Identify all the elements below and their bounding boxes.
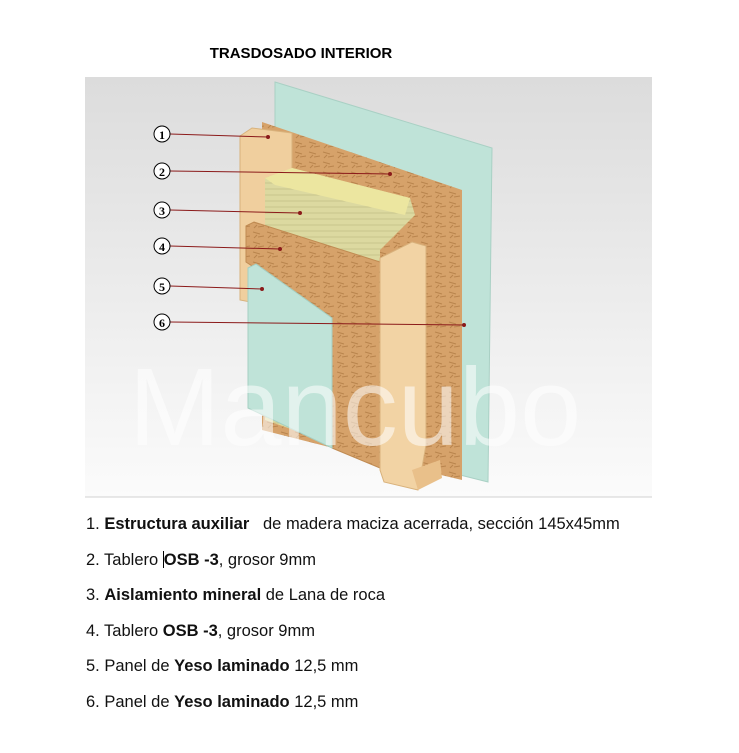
item-text: 12,5 mm (289, 657, 359, 675)
item-text: Tablero (104, 550, 163, 569)
insulation-top (265, 168, 410, 215)
item-number: 2. (86, 550, 105, 569)
item-number: 6. (86, 692, 105, 711)
item-text: Panel de (104, 657, 175, 675)
title-text: TRASDOSADO INTERIOR (209, 45, 393, 62)
item-bold: OSB -3 (162, 621, 218, 640)
document-title: TRASDOSADO INTERIOR (0, 45, 602, 62)
callout-number: 2 (159, 165, 165, 179)
item-number: 5. (86, 657, 105, 675)
item-text: Tablero (104, 621, 163, 640)
legend-item-1: 1. Estructura auxiliar de madera maciza … (86, 512, 620, 548)
watermark: Mancubo (129, 346, 582, 469)
item-text: , grosor 9mm (217, 621, 315, 640)
item-number: 3. (86, 586, 105, 604)
item-bold: OSB -3 (163, 550, 219, 569)
callout-number: 4 (159, 240, 165, 254)
wall-section-illustration: 1 2 3 4 5 6 Mancubo (85, 77, 652, 498)
callout-number: 6 (159, 316, 165, 330)
legend-list: 1. Estructura auxiliar de madera maciza … (86, 512, 620, 725)
callout-1: 1 (153, 125, 270, 143)
legend-item-6: 6. Panel de Yeso laminado 12,5 mm (86, 690, 620, 726)
callout-4: 4 (153, 237, 282, 255)
gypsum-panel-front (247, 263, 333, 449)
legend-item-3: 3. Aislamiento mineral de Lana de roca (86, 583, 620, 619)
item-text: 12,5 mm (289, 692, 359, 711)
item-bold: Yeso laminado (174, 657, 290, 675)
item-text: de madera maciza acerrada, sección 145x4… (249, 515, 620, 533)
item-bold: Aislamiento mineral (104, 586, 262, 604)
item-text: de Lana de roca (261, 586, 386, 604)
callout-6: 6 (153, 313, 466, 331)
callout-number: 1 (159, 128, 165, 142)
callout-5: 5 (153, 277, 264, 295)
item-bold: Yeso laminado (174, 692, 290, 711)
item-number: 1. (86, 515, 105, 533)
item-text: , grosor 9mm (218, 550, 316, 569)
legend-item-5: 5. Panel de Yeso laminado 12,5 mm (86, 654, 620, 690)
legend-item-4: 4. Tablero OSB -3, grosor 9mm (86, 619, 620, 655)
text-cursor (162, 550, 164, 568)
item-text: Panel de (104, 692, 175, 711)
callout-number: 5 (159, 280, 165, 294)
item-number: 4. (86, 621, 105, 640)
wood-block-bottom (412, 460, 442, 490)
callout-3: 3 (153, 201, 302, 219)
legend-item-2: 2. Tablero OSB -3, grosor 9mm (86, 548, 620, 584)
callout-2: 2 (153, 162, 392, 180)
item-bold: Estructura auxiliar (104, 515, 250, 533)
callout-number: 3 (159, 204, 165, 218)
